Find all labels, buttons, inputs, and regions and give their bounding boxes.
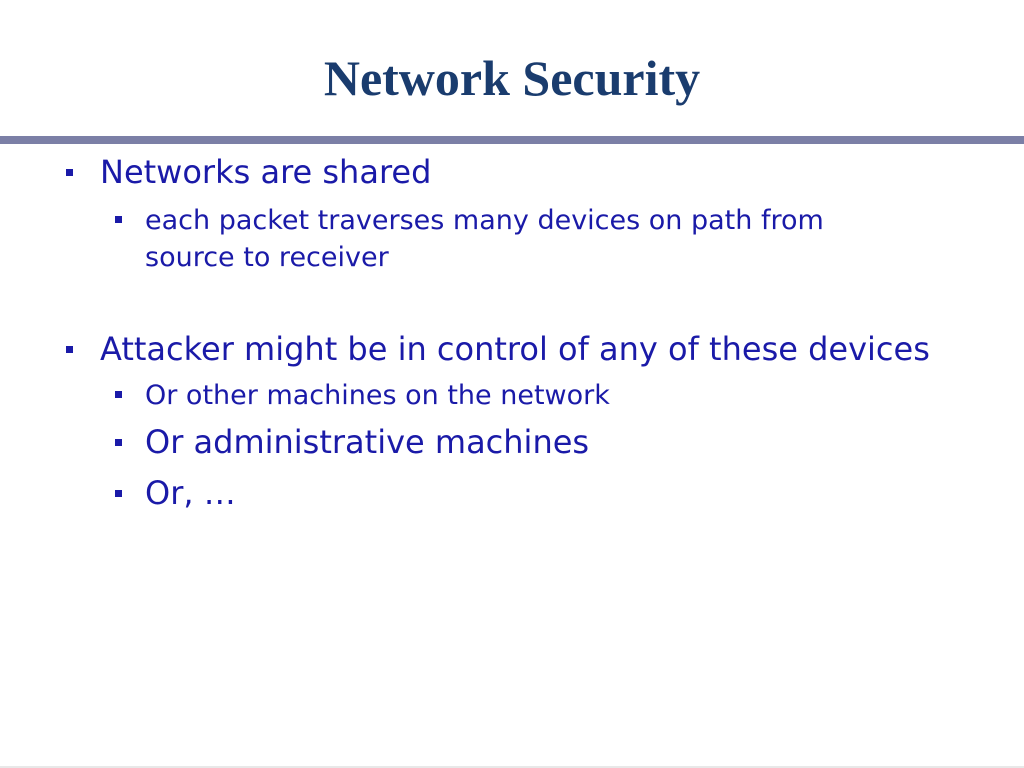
- subbullet-text-line1: each packet traverses many devices on pa…: [145, 205, 824, 236]
- subbullet-administrative-machines: Or administrative machines: [115, 422, 965, 462]
- bullet-attacker-control: Attacker might be in control of any of t…: [66, 329, 1000, 369]
- subbullet-text: Or other machines on the network: [145, 380, 610, 411]
- bullet-text: Networks are shared: [100, 153, 432, 191]
- square-bullet-icon: [115, 391, 122, 398]
- slide-title: Network Security: [323, 50, 701, 106]
- bottom-edge: [0, 766, 1024, 768]
- subbullet-or-ellipsis: Or, …: [115, 473, 965, 513]
- subbullet-other-machines: Or other machines on the network: [115, 377, 965, 414]
- subbullet-text: Or administrative machines: [145, 423, 590, 461]
- square-bullet-icon: [115, 216, 122, 223]
- bullet-text: Attacker might be in control of any of t…: [100, 330, 930, 368]
- title-divider: [0, 136, 1024, 144]
- square-bullet-icon: [66, 346, 73, 353]
- bullet-networks-shared: Networks are shared: [66, 152, 1000, 192]
- square-bullet-icon: [115, 490, 122, 497]
- subbullet-text: Or, …: [145, 474, 236, 512]
- square-bullet-icon: [115, 439, 122, 446]
- subbullet-packet-traverses: each packet traverses many devices on pa…: [115, 202, 965, 276]
- subbullet-text-line2: source to receiver: [145, 242, 389, 273]
- square-bullet-icon: [66, 169, 73, 176]
